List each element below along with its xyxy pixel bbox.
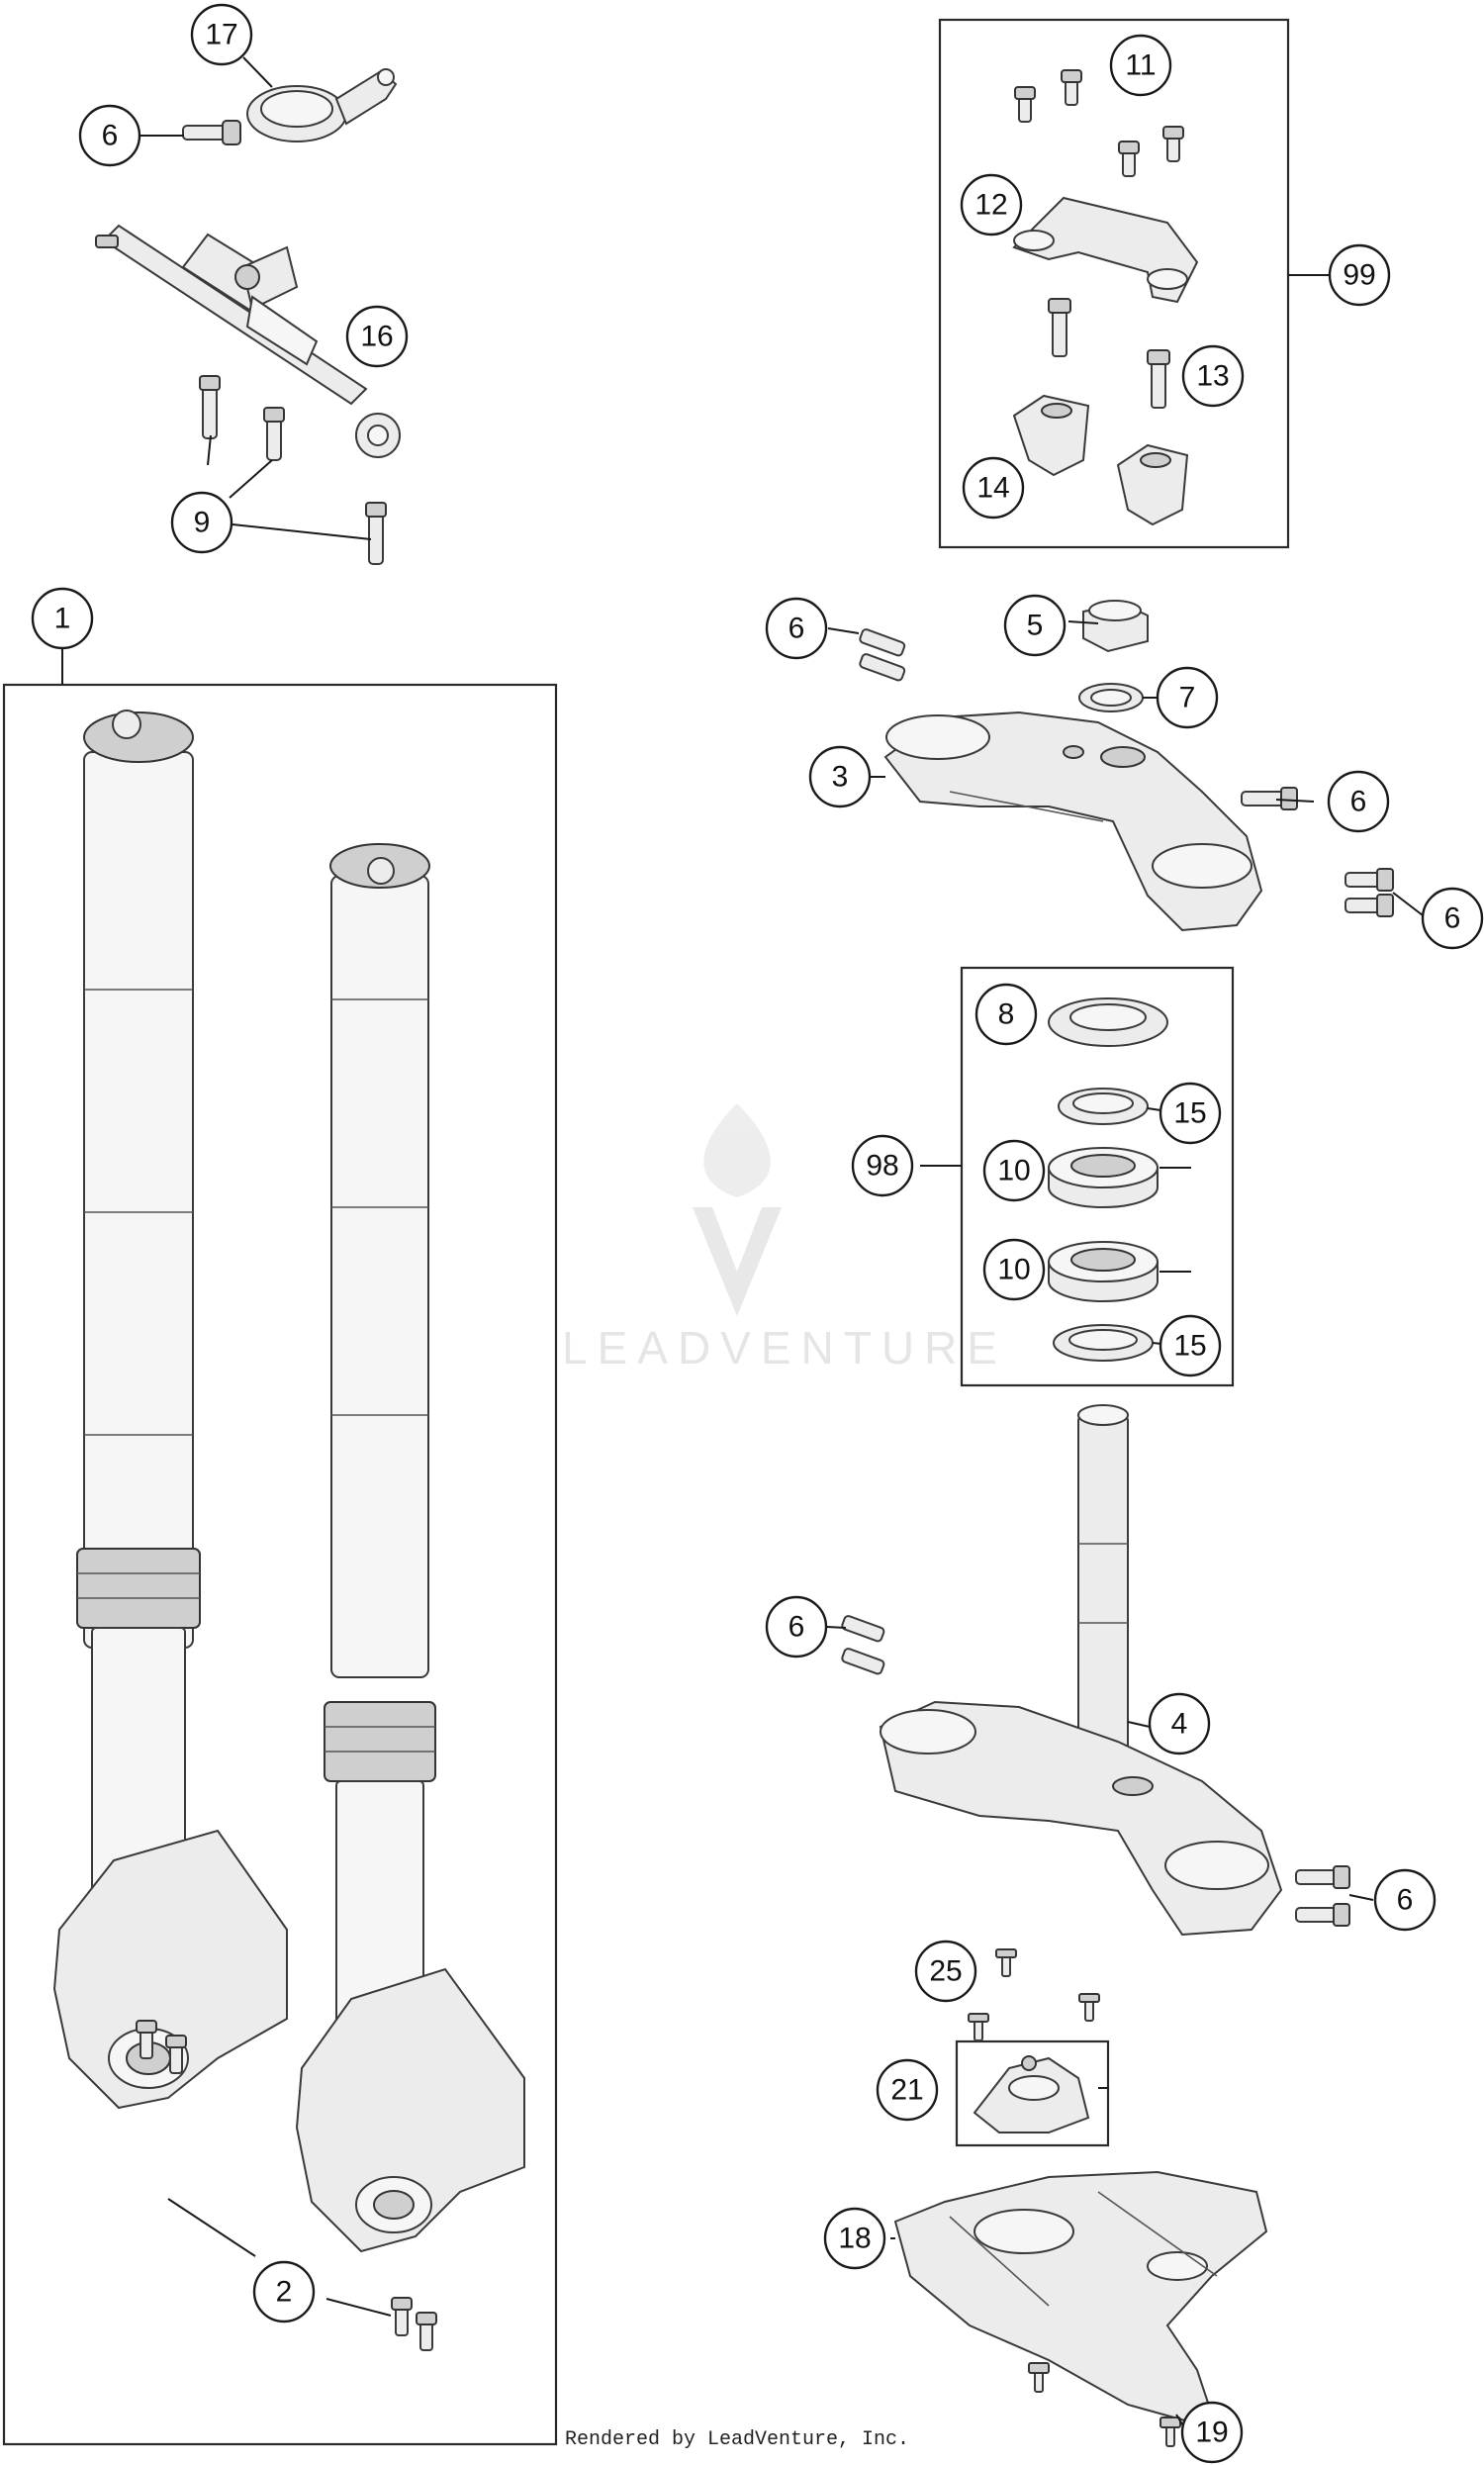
svg-text:21: 21 (890, 2074, 923, 2107)
svg-text:6: 6 (1397, 1884, 1414, 1917)
part-11-screws (1014, 69, 1184, 177)
part-25-screws (968, 1948, 1100, 2041)
frame-bearing-kit (960, 966, 1235, 1387)
svg-text:6: 6 (788, 613, 805, 645)
frame-part-21 (955, 2039, 1110, 2147)
callout-11: 11 (1109, 34, 1172, 97)
part-17-clamp (246, 68, 398, 142)
callout-6-b: 6 (765, 597, 828, 660)
part-6-bolts-upper (859, 628, 1394, 917)
leader-lines (61, 56, 1424, 2433)
callout-10-b: 10 (982, 1238, 1046, 1301)
callout-10-a: 10 (982, 1139, 1046, 1202)
part-9-bolts (199, 375, 387, 565)
svg-text:2: 2 (276, 2276, 293, 2309)
svg-text:3: 3 (832, 761, 849, 794)
callout-12: 12 (960, 173, 1023, 237)
part-1-fork-leg-right (295, 843, 525, 2253)
svg-text:99: 99 (1343, 259, 1375, 292)
svg-text:7: 7 (1179, 682, 1196, 714)
svg-text:6: 6 (1444, 902, 1461, 935)
svg-text:15: 15 (1173, 1097, 1206, 1130)
callout-13: 13 (1181, 344, 1245, 408)
svg-text:18: 18 (838, 2223, 871, 2255)
flame-logo-icon (693, 1103, 782, 1316)
svg-text:1: 1 (54, 603, 71, 635)
callout-7: 7 (1156, 666, 1219, 729)
svg-text:17: 17 (205, 19, 237, 51)
callout-8: 8 (974, 983, 1038, 1046)
part-10-bearing-lower (1048, 1241, 1159, 1302)
callout-9: 9 (170, 491, 233, 554)
part-7-washer (1078, 683, 1144, 712)
part-12-top-clamp (1012, 196, 1199, 304)
part-15-ring-upper (1058, 1088, 1149, 1125)
callout-4: 4 (1148, 1692, 1211, 1755)
callout-17: 17 (190, 3, 253, 66)
callout-6-c: 6 (1327, 770, 1390, 833)
frame-fork-assembly (2, 683, 558, 2446)
svg-text:9: 9 (194, 507, 211, 539)
callout-99: 99 (1328, 243, 1391, 307)
svg-text:19: 19 (1195, 2417, 1228, 2449)
callout-18: 18 (823, 2207, 886, 2270)
callout-6-f: 6 (1373, 1868, 1437, 1932)
part-4-lower-triple-clamp (879, 1404, 1283, 1937)
svg-text:16: 16 (360, 321, 393, 353)
part-14-risers (1012, 394, 1189, 526)
svg-text:6: 6 (102, 120, 119, 152)
svg-text:4: 4 (1171, 1708, 1188, 1741)
svg-text:25: 25 (929, 1955, 962, 1988)
callout-6-d: 6 (1421, 887, 1484, 950)
svg-text:15: 15 (1173, 1330, 1206, 1363)
callout-14: 14 (962, 456, 1025, 520)
callout-5: 5 (1003, 594, 1067, 657)
part-3-upper-triple-clamp (883, 711, 1263, 932)
svg-text:10: 10 (997, 1254, 1030, 1286)
part-18-guard-plate (893, 2170, 1268, 2431)
part-21-housing (973, 2055, 1090, 2133)
svg-text:98: 98 (866, 1150, 898, 1183)
svg-text:13: 13 (1196, 360, 1229, 393)
part-6-screw-top (182, 120, 241, 145)
part-5-nut (1082, 600, 1149, 653)
callout-1: 1 (31, 587, 94, 650)
watermark-text: LEADVENTURE (562, 1322, 1007, 1374)
callout-19: 19 (1180, 2401, 1244, 2464)
watermark: LEADVENTURE (562, 1103, 1007, 1374)
callout-16: 16 (345, 305, 409, 368)
svg-text:5: 5 (1027, 610, 1044, 642)
callout-25: 25 (914, 1940, 977, 2003)
part-1-fork-leg-left (52, 710, 288, 2110)
svg-text:11: 11 (1125, 49, 1156, 82)
svg-text:6: 6 (1350, 786, 1367, 818)
callout-15-b: 15 (1159, 1314, 1222, 1377)
svg-text:14: 14 (976, 472, 1009, 505)
callout-21: 21 (876, 2058, 939, 2122)
part-16-steering-damper (95, 224, 401, 458)
part-10-bearing-upper (1048, 1147, 1159, 1208)
part-13-screws (1048, 298, 1170, 409)
callout-98: 98 (851, 1134, 914, 1197)
part-8-dust-seal (1048, 997, 1168, 1047)
callout-2: 2 (252, 2260, 316, 2323)
callout-15-a: 15 (1159, 1082, 1222, 1145)
svg-text:10: 10 (997, 1155, 1030, 1187)
callout-6-a: 6 (78, 104, 141, 167)
callout-3: 3 (808, 745, 872, 808)
part-6-bolts-lower (841, 1615, 1350, 1927)
svg-text:12: 12 (974, 189, 1007, 222)
svg-text:6: 6 (788, 1611, 805, 1644)
callout-6-e: 6 (765, 1595, 828, 1659)
frame-handlebar-clamp-kit (938, 18, 1290, 549)
footer-credit: Rendered by LeadVenture, Inc. (565, 2428, 909, 2451)
svg-text:8: 8 (998, 998, 1015, 1031)
part-2-screws (136, 2020, 437, 2351)
part-15-ring-lower (1053, 1324, 1154, 1362)
